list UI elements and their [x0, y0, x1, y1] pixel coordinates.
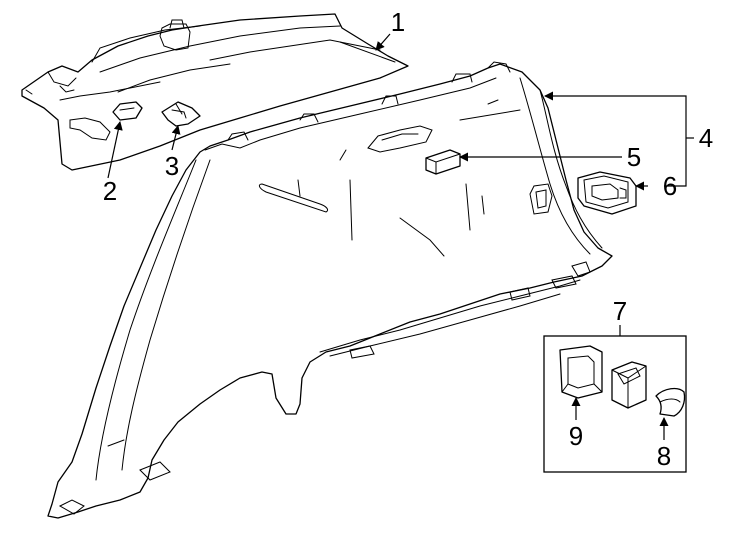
part-5-bracket	[425, 149, 461, 175]
part-6-outlet-housing	[577, 171, 637, 215]
leader-3	[171, 125, 181, 151]
part-4-quarter-trim-panel	[47, 61, 613, 519]
leader-lines	[107, 33, 694, 440]
part-9-bezel	[559, 345, 603, 399]
callout-5: 5	[627, 142, 641, 172]
leader-2	[107, 121, 123, 179]
callout-9: 9	[569, 421, 583, 451]
callout-8: 8	[657, 441, 671, 471]
callout-2: 2	[103, 176, 117, 206]
part-8-clip	[655, 387, 686, 417]
leader-4-upper	[544, 91, 687, 158]
callout-3: 3	[165, 151, 179, 181]
inset-insert	[611, 361, 647, 409]
inset-box-part-7	[543, 335, 687, 473]
callout-4: 4	[699, 123, 713, 153]
callout-1: 1	[391, 7, 405, 37]
leader-4-lower	[664, 158, 687, 187]
part-3-clip	[161, 101, 201, 127]
leader-1	[375, 33, 391, 51]
callout-7: 7	[613, 296, 627, 326]
callout-labels: 1 2 3 4 5 6 7 8 9	[103, 7, 713, 471]
callout-6: 6	[663, 171, 677, 201]
part-2-cover	[112, 101, 143, 121]
